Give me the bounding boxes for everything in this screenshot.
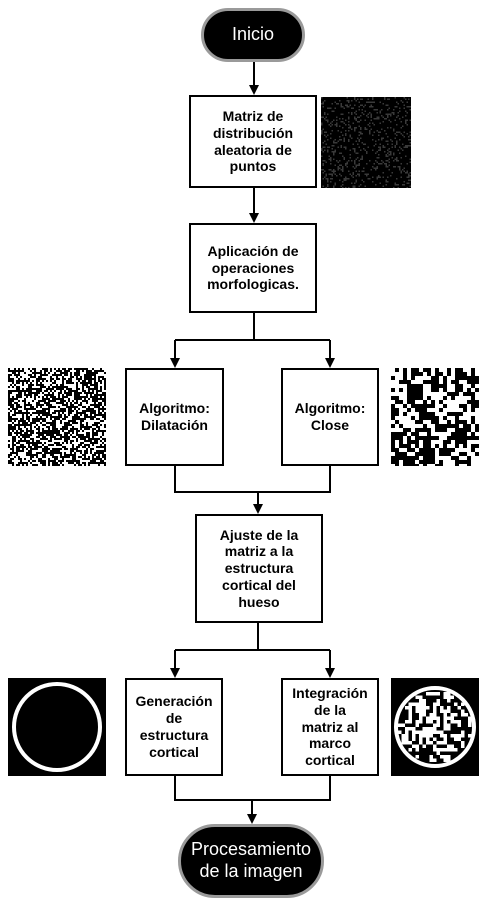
morphological-operations-step: Aplicación de operaciones morfologicas. — [189, 223, 317, 313]
dilation-algorithm-step: Algoritmo: Dilatación — [125, 368, 224, 466]
dilation-thumbnail — [8, 368, 106, 466]
cortical-ring-thumbnail — [8, 678, 106, 776]
integrated-cortical-thumbnail — [391, 678, 479, 776]
close-thumbnail — [391, 368, 479, 466]
close-algorithm-step: Algoritmo: Close — [281, 368, 379, 466]
random-points-thumbnail — [321, 97, 411, 188]
merge-branch2-lines — [174, 775, 331, 801]
end-node: Procesamiento de la imagen — [178, 824, 324, 898]
split-step2-lines — [175, 312, 330, 341]
start-node: Inicio — [201, 8, 305, 62]
cortical-adjustment-step: Ajuste de la matriz a la estructura cort… — [195, 514, 323, 623]
cortical-structure-generation-step: Generación de estructura cortical — [125, 678, 223, 776]
matrix-integration-step: Integración de la matriz al marco cortic… — [281, 678, 379, 776]
split-step3-lines — [175, 622, 330, 651]
merge-branch1-lines — [174, 465, 331, 493]
random-matrix-step: Matriz de distribución aleatoria de punt… — [189, 95, 317, 188]
